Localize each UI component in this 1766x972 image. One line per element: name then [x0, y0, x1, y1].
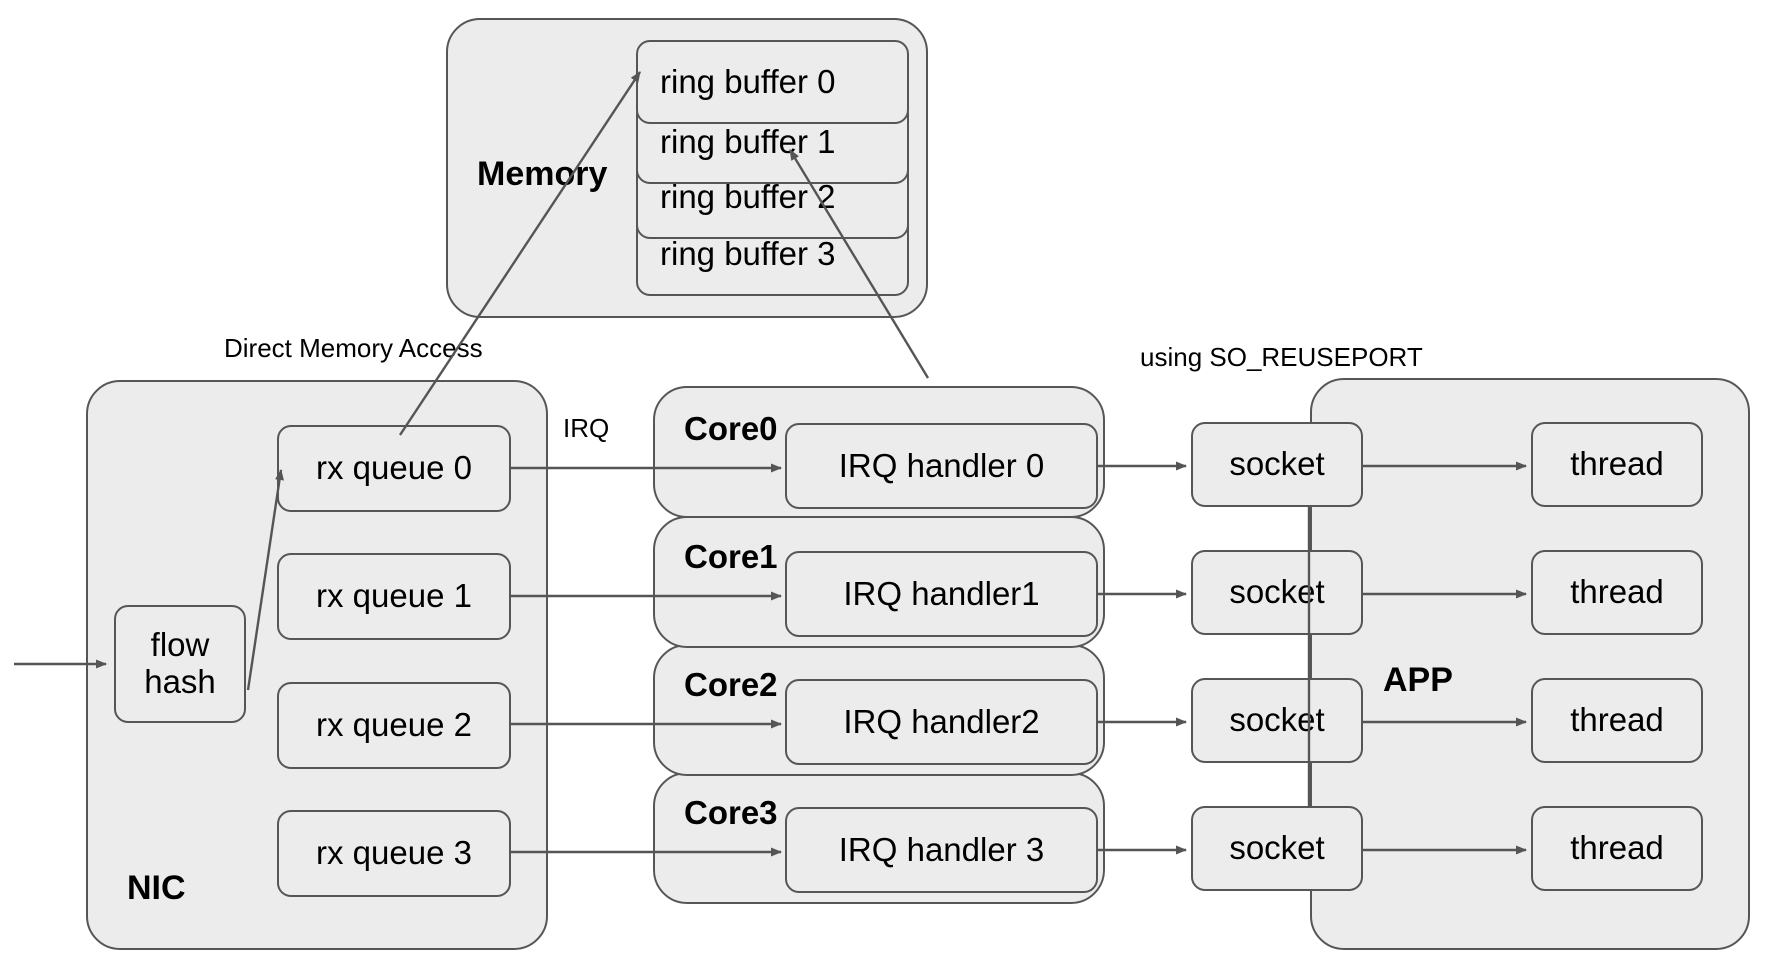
- rx-queue-0[interactable]: rx queue 0: [277, 425, 511, 512]
- reuseport-annotation: using SO_REUSEPORT: [1140, 342, 1423, 372]
- flow-hash-box[interactable]: flow hash: [114, 605, 246, 723]
- rx-queue-3[interactable]: rx queue 3: [277, 810, 511, 897]
- core-label-0: Core0: [684, 410, 778, 447]
- rx-queue-2[interactable]: rx queue 2: [277, 682, 511, 769]
- socket-1[interactable]: socket: [1191, 550, 1363, 635]
- thread-1[interactable]: thread: [1531, 550, 1703, 635]
- socket-2[interactable]: socket: [1191, 678, 1363, 763]
- dma-annotation: Direct Memory Access: [224, 333, 483, 363]
- irq-handler-0[interactable]: IRQ handler 0: [785, 423, 1098, 509]
- core-label-2: Core2: [684, 666, 778, 703]
- irq-handler-1[interactable]: IRQ handler1: [785, 551, 1098, 637]
- socket-3[interactable]: socket: [1191, 806, 1363, 891]
- nic-label: NIC: [127, 869, 186, 907]
- ring-buffer-0[interactable]: ring buffer 0: [636, 40, 909, 124]
- rx-queue-1[interactable]: rx queue 1: [277, 553, 511, 640]
- memory-label: Memory: [477, 155, 608, 193]
- core-label-1: Core1: [684, 538, 778, 575]
- irq-handler-3[interactable]: IRQ handler 3: [785, 807, 1098, 893]
- thread-0[interactable]: thread: [1531, 422, 1703, 507]
- socket-0[interactable]: socket: [1191, 422, 1363, 507]
- irq-handler-2[interactable]: IRQ handler2: [785, 679, 1098, 765]
- app-label: APP: [1383, 661, 1453, 699]
- thread-3[interactable]: thread: [1531, 806, 1703, 891]
- irq-annotation: IRQ: [563, 413, 610, 443]
- core-label-3: Core3: [684, 794, 778, 831]
- thread-2[interactable]: thread: [1531, 678, 1703, 763]
